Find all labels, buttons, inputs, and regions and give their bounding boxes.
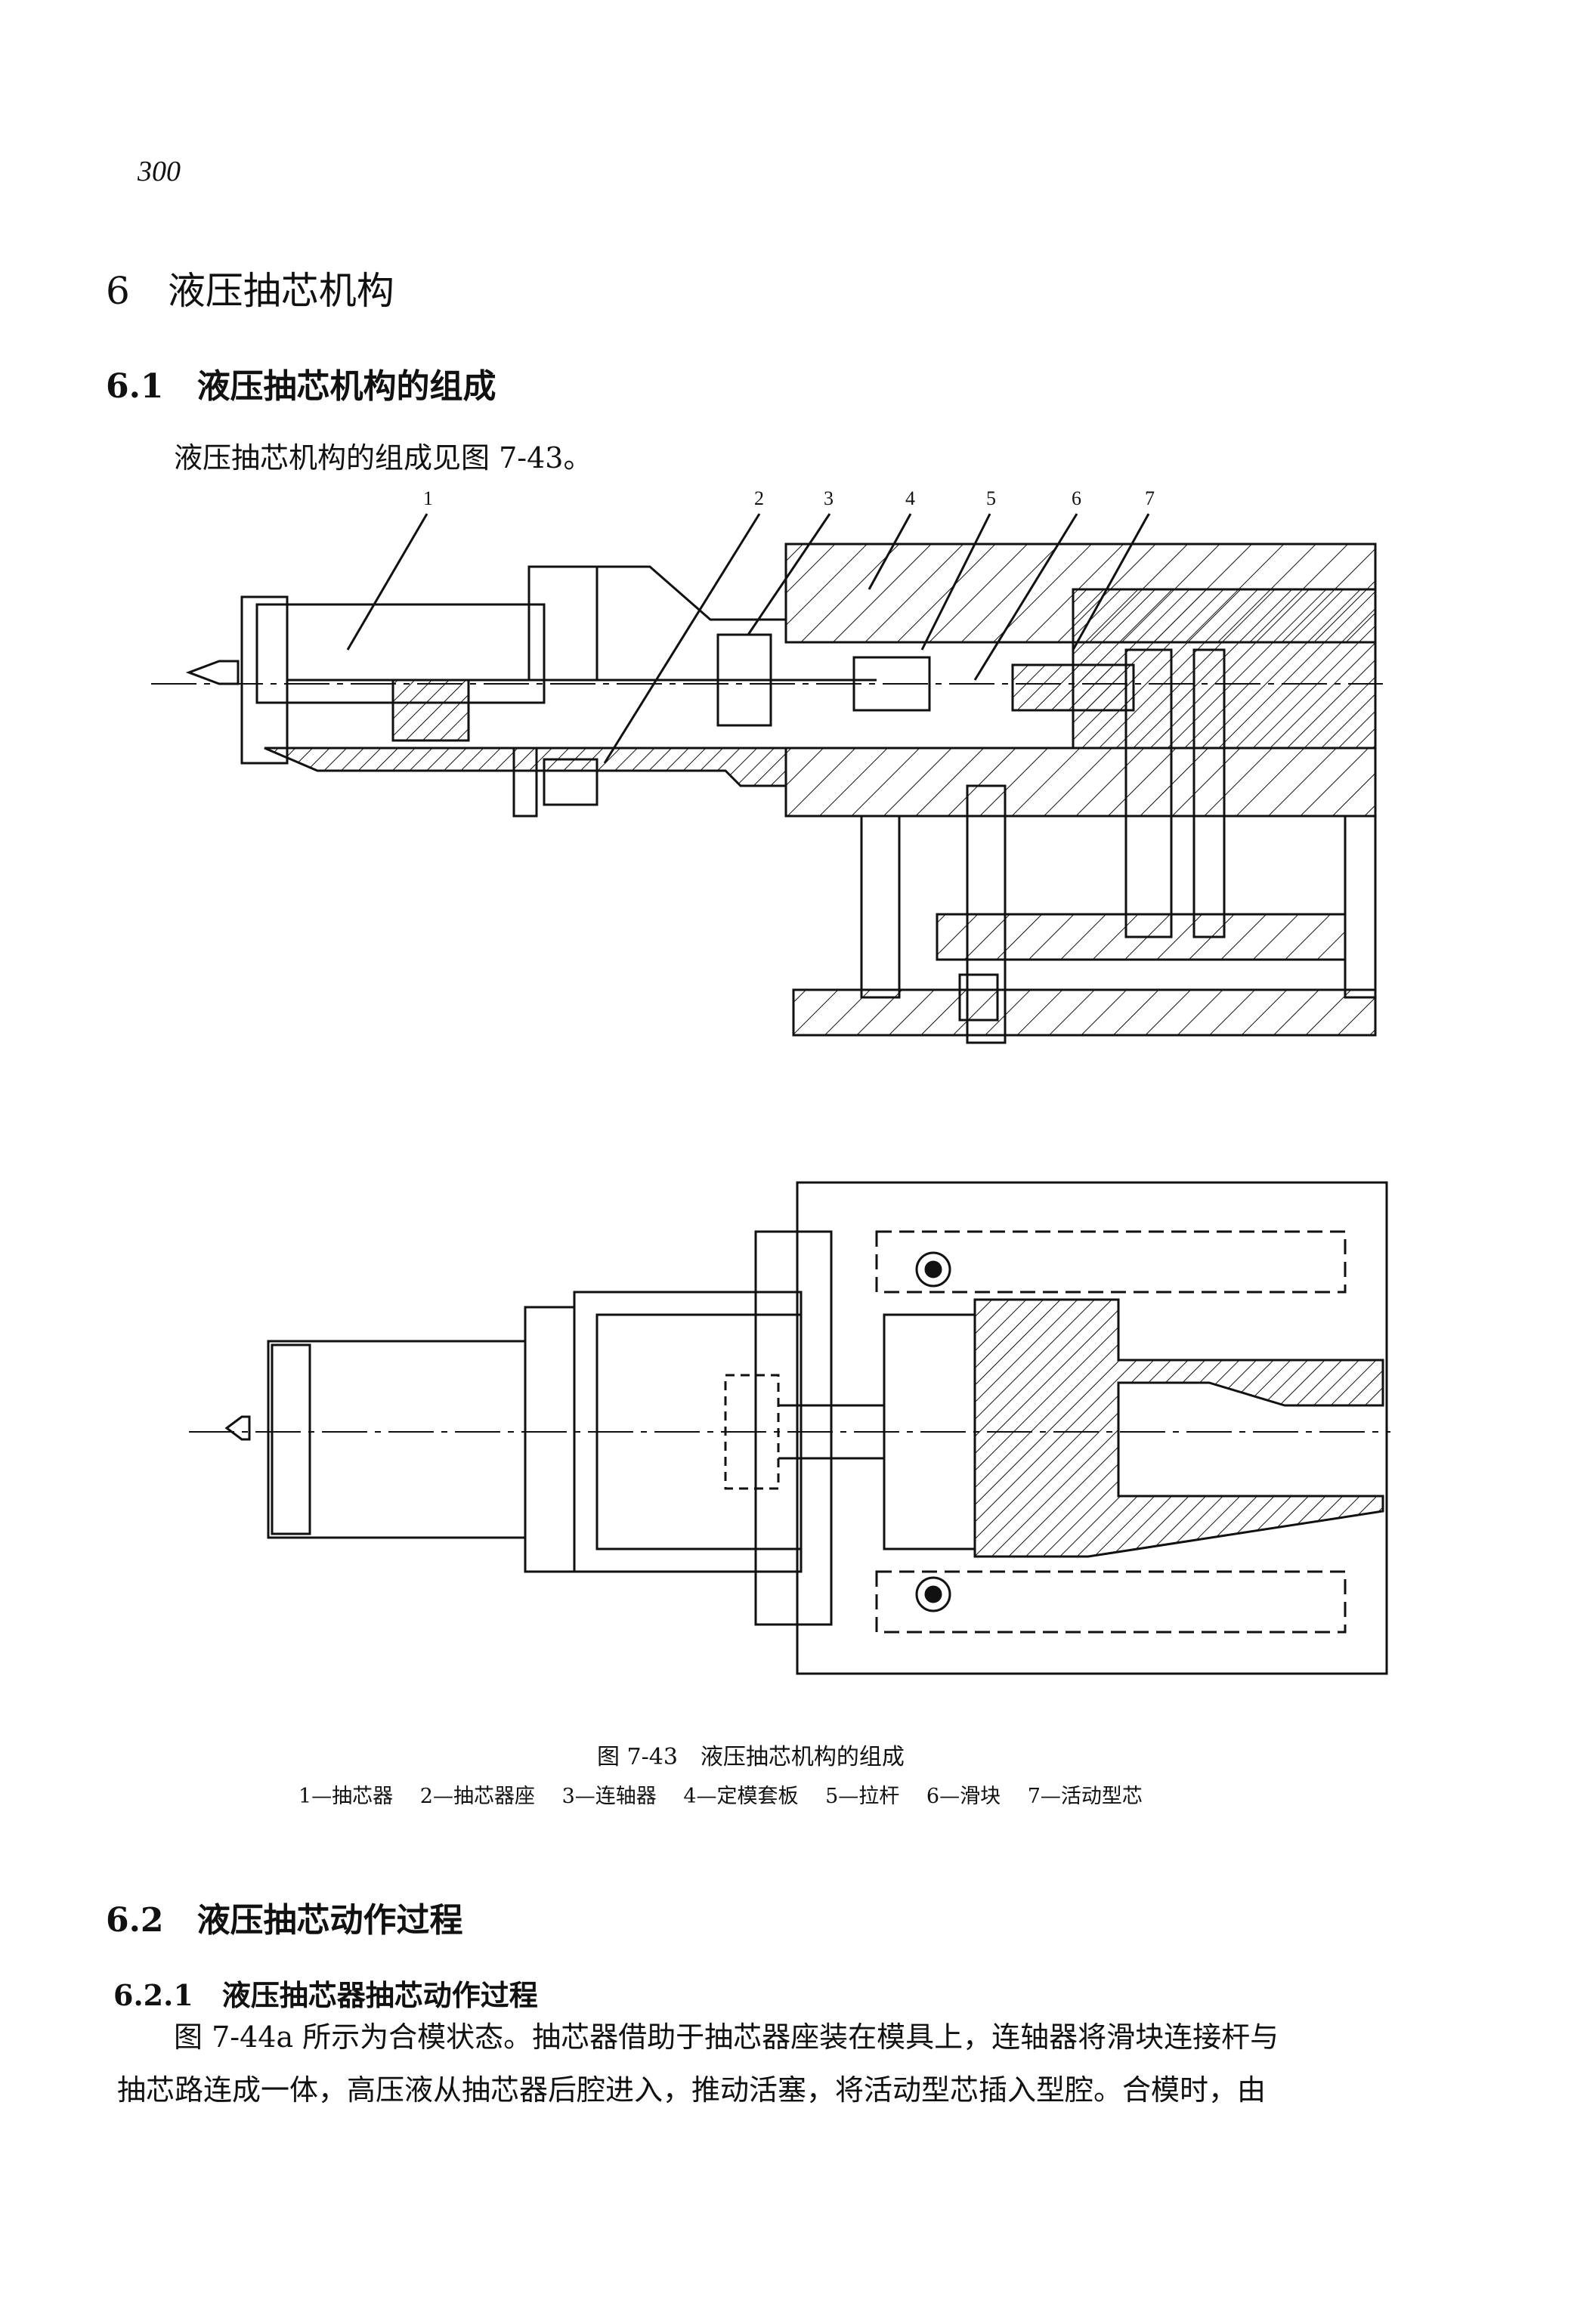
- subsection-heading: 6.1 液压抽芯机构的组成: [106, 359, 496, 407]
- section-number: 6: [106, 269, 130, 313]
- subsection-heading-2: 6.2 液压抽芯动作过程: [106, 1893, 463, 1941]
- part-label-6: 6: [1072, 487, 1081, 509]
- figure-caption: 图 7-43 液压抽芯机构的组成: [597, 1744, 905, 1770]
- subsubsection-number: 6.2.1: [113, 1978, 193, 2012]
- legend-item: 4—定模套板: [683, 1785, 799, 1808]
- part-label-4: 4: [905, 487, 915, 509]
- subsection-title: 液压抽芯动作过程: [196, 1901, 463, 1940]
- part-label-2: 2: [754, 487, 764, 509]
- subsection-number: 6.2: [106, 1901, 164, 1940]
- intro-text: 液压抽芯机构的组成见图 7-43。: [174, 441, 592, 475]
- subsubsection-title: 液压抽芯器抽芯动作过程: [221, 1978, 538, 2012]
- legend-item: 7—活动型芯: [1027, 1785, 1143, 1808]
- legend-item: 2—抽芯器座: [419, 1785, 535, 1808]
- legend-item: 1—抽芯器: [298, 1785, 394, 1808]
- legend-item: 6—滑块: [926, 1785, 1001, 1808]
- part-label-5: 5: [986, 487, 996, 509]
- legend-item: 5—拉杆: [825, 1785, 900, 1808]
- paragraph-line-2: 抽芯路连成一体，高压液从抽芯器后腔进入，推动活塞，将活动型芯插入型腔。合模时，由: [117, 2073, 1267, 2107]
- legend-item: 3—连轴器: [561, 1785, 657, 1808]
- part-label-3: 3: [824, 487, 834, 509]
- figure-legend: 1—抽芯器 2—抽芯器座 3—连轴器 4—定模套板 5—拉杆 6—滑块 7—活动…: [298, 1779, 1143, 1809]
- part-label-1: 1: [423, 487, 433, 509]
- figure-section-view: [151, 513, 1383, 1044]
- subsubsection-heading: 6.2.1 液压抽芯器抽芯动作过程: [113, 1972, 538, 2014]
- section-title: 液压抽芯机构: [167, 269, 394, 313]
- figure-plan-view: [189, 1181, 1390, 1675]
- subsection-number: 6.1: [106, 367, 164, 406]
- page-number: 300: [138, 156, 181, 187]
- subsection-title: 液压抽芯机构的组成: [196, 367, 496, 406]
- paragraph-line-1: 图 7-44a 所示为合模状态。抽芯器借助于抽芯器座装在模具上，连轴器将滑块连接…: [174, 2020, 1279, 2054]
- section-heading: 6 液压抽芯机构: [106, 261, 394, 315]
- part-label-7: 7: [1145, 487, 1155, 509]
